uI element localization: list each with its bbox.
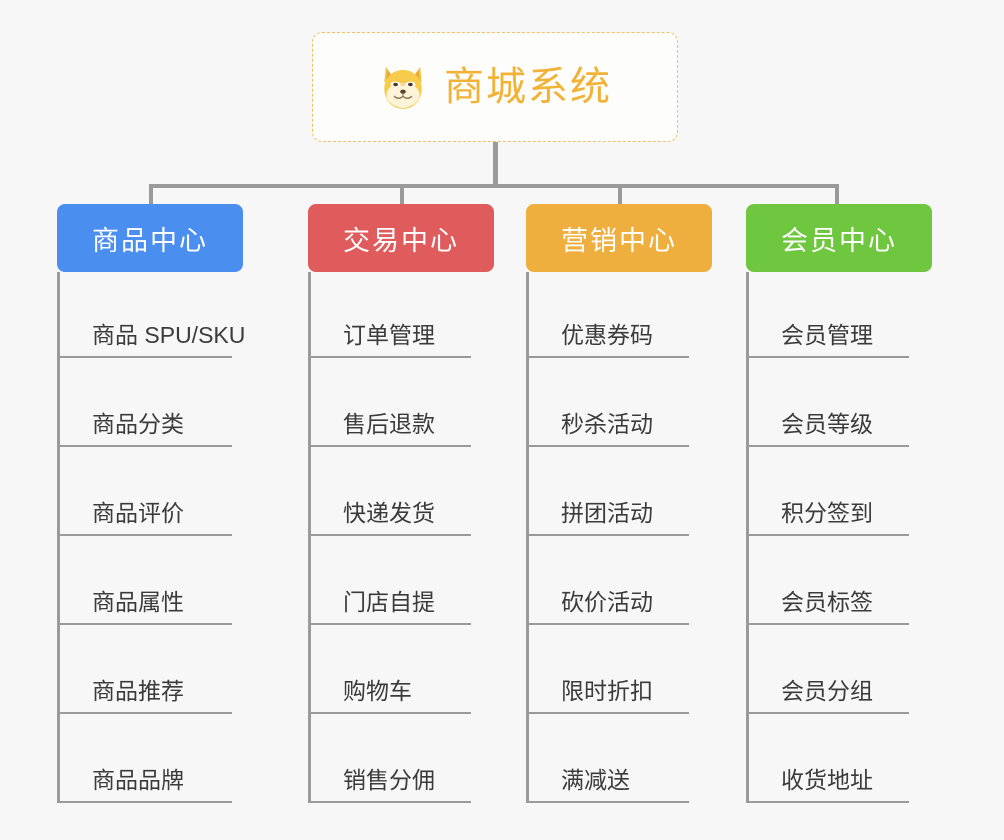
- branch-label-2: 营销中心: [561, 225, 677, 256]
- list-item[interactable]: 商品品牌: [60, 714, 232, 803]
- branch-header-2[interactable]: 营销中心: [526, 204, 712, 272]
- list-item[interactable]: 拼团活动: [529, 447, 689, 536]
- branch-交易中心: 交易中心 订单管理 售后退款 快递发货 门店自提 购物车 销售分佣: [308, 204, 494, 803]
- branch-item-list-0: 商品 SPU/SKU 商品分类 商品评价 商品属性 商品推荐 商品品牌: [57, 272, 245, 803]
- connector-horizontal-bus: [149, 184, 839, 188]
- branch-item-list-1: 订单管理 售后退款 快递发货 门店自提 购物车 销售分佣: [308, 272, 471, 803]
- connector-drop-2: [400, 184, 404, 208]
- branch-会员中心: 会员中心 会员管理 会员等级 积分签到 会员标签 会员分组 收货地址: [746, 204, 932, 803]
- list-item[interactable]: 购物车: [311, 625, 471, 714]
- list-item[interactable]: 砍价活动: [529, 536, 689, 625]
- branch-营销中心: 营销中心 优惠券码 秒杀活动 拼团活动 砍价活动 限时折扣 满减送: [526, 204, 712, 803]
- list-item[interactable]: 会员管理: [749, 272, 909, 358]
- list-item[interactable]: 门店自提: [311, 536, 471, 625]
- connector-drop-4: [835, 184, 839, 208]
- list-item[interactable]: 销售分佣: [311, 714, 471, 803]
- list-item[interactable]: 会员分组: [749, 625, 909, 714]
- branch-商品中心: 商品中心 商品 SPU/SKU 商品分类 商品评价 商品属性 商品推荐 商品品牌: [57, 204, 245, 803]
- list-item[interactable]: 收货地址: [749, 714, 909, 803]
- root-title: 商城系统: [444, 65, 612, 109]
- shiba-dog-icon: [378, 62, 428, 112]
- list-item[interactable]: 商品属性: [60, 536, 232, 625]
- branch-label-3: 会员中心: [781, 225, 897, 256]
- list-item[interactable]: 售后退款: [311, 358, 471, 447]
- branch-header-3[interactable]: 会员中心: [746, 204, 932, 272]
- list-item[interactable]: 积分签到: [749, 447, 909, 536]
- list-item[interactable]: 快递发货: [311, 447, 471, 536]
- list-item[interactable]: 满减送: [529, 714, 689, 803]
- list-item[interactable]: 会员标签: [749, 536, 909, 625]
- list-item[interactable]: 商品 SPU/SKU: [60, 272, 245, 358]
- branch-header-0[interactable]: 商品中心: [57, 204, 243, 272]
- list-item[interactable]: 订单管理: [311, 272, 471, 358]
- branch-header-1[interactable]: 交易中心: [308, 204, 494, 272]
- branch-label-0: 商品中心: [92, 225, 208, 256]
- connector-drop-1: [149, 184, 153, 208]
- branch-label-1: 交易中心: [343, 225, 459, 256]
- branch-item-list-2: 优惠券码 秒杀活动 拼团活动 砍价活动 限时折扣 满减送: [526, 272, 689, 803]
- connector-root-stem: [493, 142, 498, 188]
- branch-item-list-3: 会员管理 会员等级 积分签到 会员标签 会员分组 收货地址: [746, 272, 909, 803]
- list-item[interactable]: 商品推荐: [60, 625, 232, 714]
- list-item[interactable]: 商品分类: [60, 358, 232, 447]
- list-item[interactable]: 会员等级: [749, 358, 909, 447]
- list-item[interactable]: 限时折扣: [529, 625, 689, 714]
- connector-drop-3: [618, 184, 622, 208]
- list-item[interactable]: 商品评价: [60, 447, 232, 536]
- list-item[interactable]: 优惠券码: [529, 272, 689, 358]
- list-item[interactable]: 秒杀活动: [529, 358, 689, 447]
- root-node[interactable]: 商城系统: [312, 32, 678, 142]
